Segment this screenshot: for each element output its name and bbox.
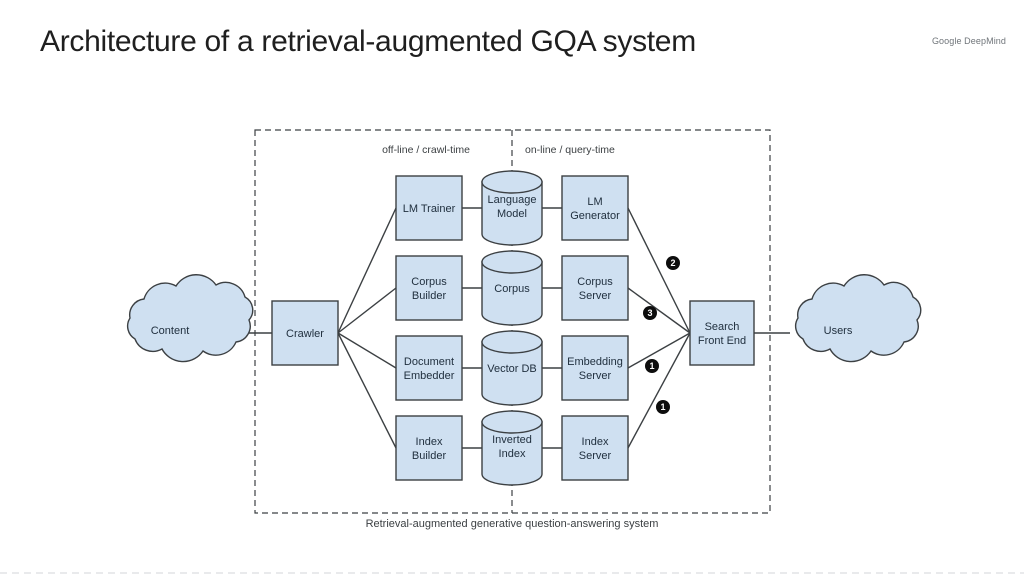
node-server-1[interactable]: Corpus Server bbox=[561, 255, 629, 321]
users-cloud[interactable]: Users bbox=[794, 274, 922, 363]
content-cloud[interactable]: Content bbox=[126, 274, 254, 363]
users-cloud-label: Users bbox=[824, 325, 853, 337]
node-store-1-label-line1: Corpus bbox=[494, 283, 530, 295]
page-title: Architecture of a retrieval-augmented GQ… bbox=[40, 25, 696, 58]
node-server-1-label-line1: Corpus bbox=[577, 276, 613, 288]
node-store-2[interactable]: Vector DB bbox=[481, 330, 543, 406]
node-builder-1-label-line2: Builder bbox=[412, 290, 447, 302]
node-store-1[interactable]: Corpus bbox=[481, 250, 543, 326]
node-builder-0[interactable]: LM Trainer bbox=[395, 175, 463, 241]
node-store-0-label-line1: Language bbox=[488, 194, 537, 206]
node-builder-0-label-line1: LM Trainer bbox=[403, 203, 456, 215]
step-badge-1-label: 3 bbox=[647, 308, 652, 318]
node-server-0[interactable]: LM Generator bbox=[561, 175, 629, 241]
step-badge-2: 1 bbox=[645, 359, 659, 373]
node-builder-3-label-line1: Index bbox=[416, 436, 443, 448]
node-builder-1-label-line1: Corpus bbox=[411, 276, 447, 288]
node-store-2-label-line1: Vector DB bbox=[487, 363, 537, 375]
node-store-3[interactable]: Inverted Index bbox=[481, 410, 543, 486]
step-badge-0-label: 2 bbox=[670, 258, 675, 268]
step-badge-2-label: 1 bbox=[649, 361, 654, 371]
brand-label: Google DeepMind bbox=[931, 36, 1006, 46]
content-cloud-label: Content bbox=[151, 325, 190, 337]
node-search-front-end-label-line1: Search bbox=[705, 321, 740, 333]
node-builder-2[interactable]: Document Embedder bbox=[395, 335, 463, 401]
node-server-0-label-line1: LM bbox=[587, 196, 602, 208]
node-builder-3-label-line2: Builder bbox=[412, 450, 447, 462]
node-server-3-label-line1: Index bbox=[582, 436, 609, 448]
row-connector-edges bbox=[462, 207, 562, 449]
frontend-fanin-edges bbox=[627, 207, 691, 449]
node-store-0-label-line2: Model bbox=[497, 208, 527, 220]
step-badge-0: 2 bbox=[666, 256, 680, 270]
crawler-fanout-edges bbox=[337, 207, 397, 449]
node-server-2[interactable]: Embedding Server bbox=[561, 335, 629, 401]
node-search-front-end[interactable]: Search Front End bbox=[689, 300, 755, 366]
node-server-2-label-line1: Embedding bbox=[567, 356, 623, 368]
node-crawler[interactable]: Crawler bbox=[271, 300, 339, 366]
step-badge-1: 3 bbox=[643, 306, 657, 320]
node-server-0-label-line2: Generator bbox=[570, 210, 620, 222]
node-server-3[interactable]: Index Server bbox=[561, 415, 629, 481]
node-store-0[interactable]: Language Model bbox=[481, 170, 543, 246]
zone-label-offline: off-line / crawl-time bbox=[382, 144, 470, 156]
step-badge-3: 1 bbox=[656, 400, 670, 414]
node-server-3-label-line2: Server bbox=[579, 450, 612, 462]
step-badge-3-label: 1 bbox=[660, 402, 665, 412]
node-crawler-label: Crawler bbox=[286, 328, 324, 340]
node-builder-2-label-line1: Document bbox=[404, 356, 454, 368]
node-builder-1[interactable]: Corpus Builder bbox=[395, 255, 463, 321]
zone-label-online: on-line / query-time bbox=[525, 144, 615, 156]
node-server-2-label-line2: Server bbox=[579, 370, 612, 382]
node-store-3-label-line2: Index bbox=[499, 448, 526, 460]
node-builder-3[interactable]: Index Builder bbox=[395, 415, 463, 481]
node-store-3-label-line1: Inverted bbox=[492, 434, 532, 446]
node-builder-2-label-line2: Embedder bbox=[404, 370, 455, 382]
node-search-front-end-label-line2: Front End bbox=[698, 335, 746, 347]
diagram-caption: Retrieval-augmented generative question-… bbox=[366, 518, 659, 530]
node-server-1-label-line2: Server bbox=[579, 290, 612, 302]
